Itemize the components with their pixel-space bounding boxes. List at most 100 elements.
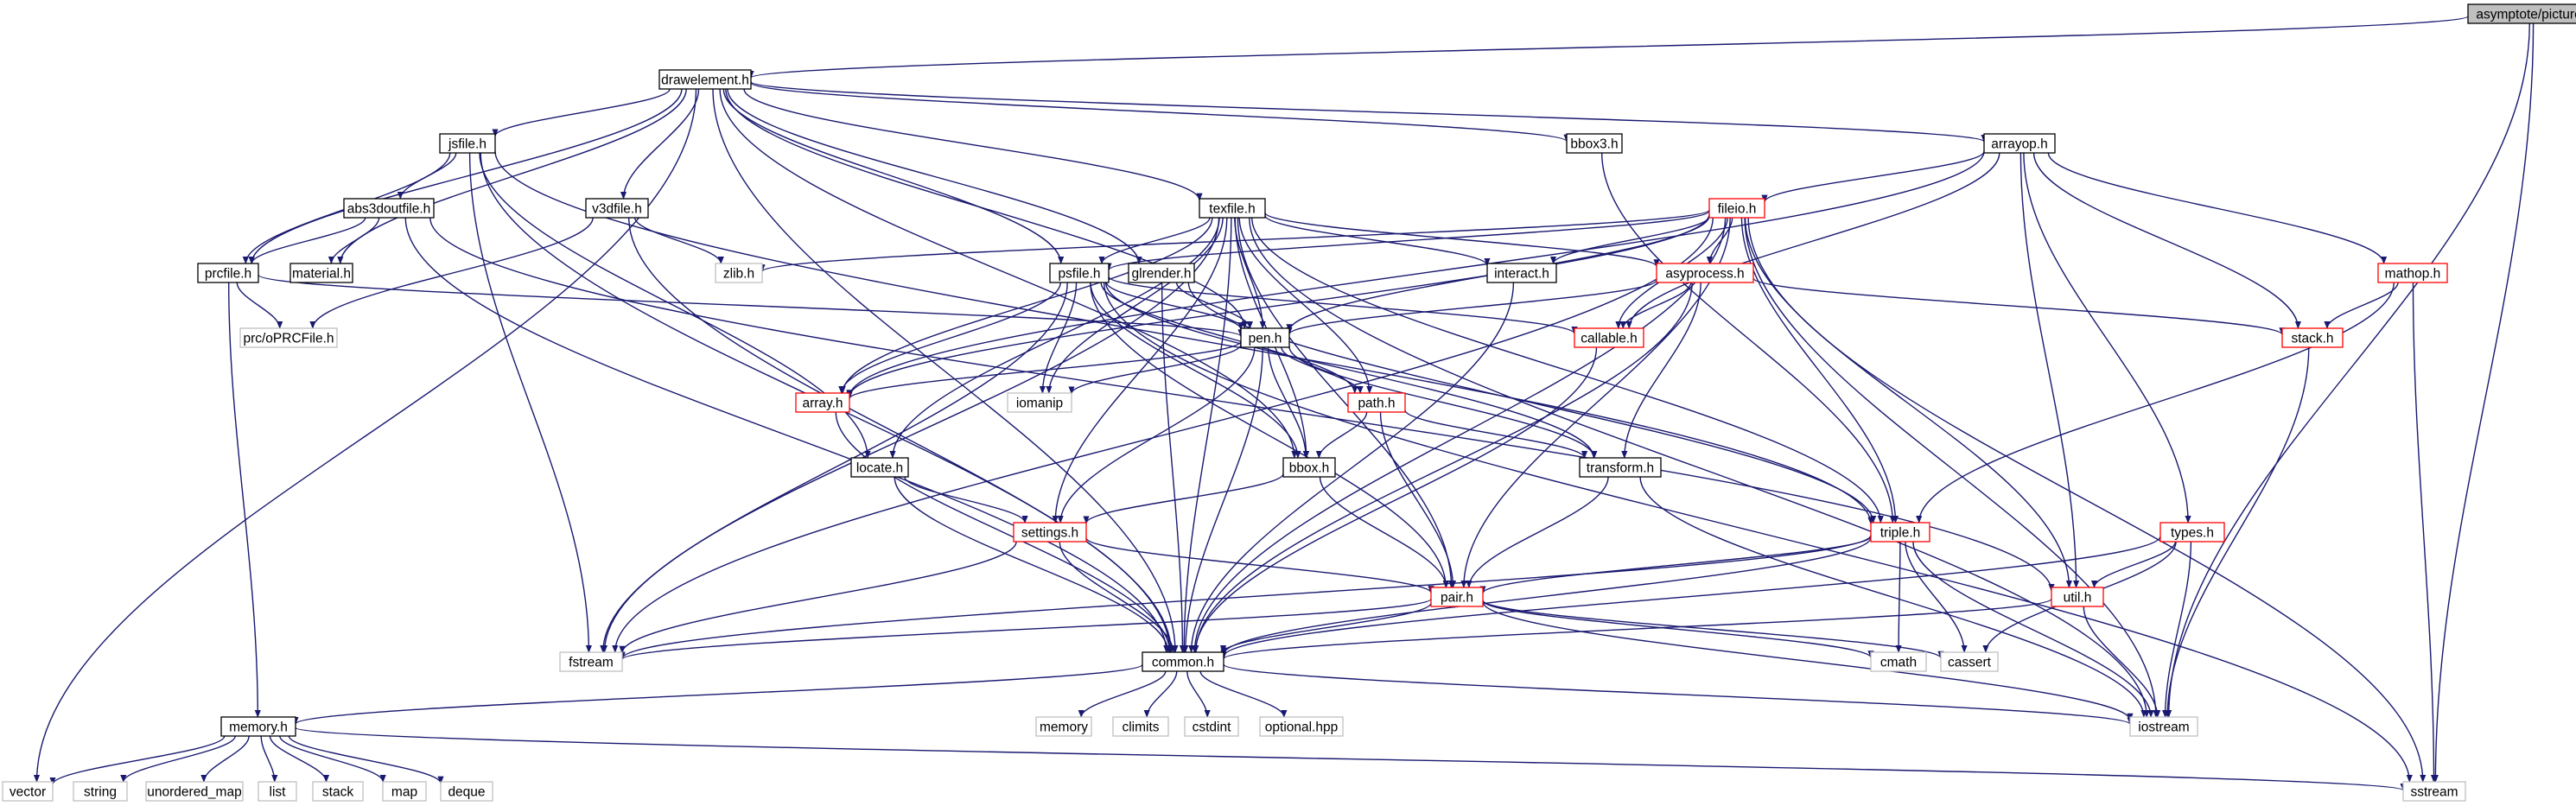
node-arrayop-box xyxy=(1983,133,2056,154)
edge-abs3doutfile-to-prcfile xyxy=(248,217,366,264)
node-settings[interactable]: settings.h xyxy=(1013,522,1087,543)
node-unordered_map: unordered_map xyxy=(145,781,244,802)
node-iostream-label: iostream xyxy=(2138,720,2189,735)
node-cassert: cassert xyxy=(1940,651,1999,672)
node-memory-box xyxy=(1035,716,1092,737)
node-util-box xyxy=(2051,587,2104,607)
node-material[interactable]: material.h xyxy=(289,263,353,283)
edge-asyprocess-to-pen xyxy=(1286,279,1657,335)
node-vector-label: vector xyxy=(10,785,46,800)
edge-pen-to-bbox xyxy=(1268,346,1309,459)
node-triple-box xyxy=(1870,522,1930,543)
edge-locate-to-settings xyxy=(904,476,1028,524)
node-stackstd: stack xyxy=(312,781,364,802)
node-prcfile[interactable]: prcfile.h xyxy=(197,263,259,283)
edge-fileio-to-psfile xyxy=(1105,210,1710,271)
node-locate[interactable]: locate.h xyxy=(850,457,909,478)
node-pen[interactable]: pen.h xyxy=(1240,327,1290,348)
node-transform-label: transform.h xyxy=(1587,461,1654,476)
edge-pair-to-iostream xyxy=(1482,601,2134,721)
node-texfile[interactable]: texfile.h xyxy=(1199,198,1266,219)
node-bbox3[interactable]: bbox3.h xyxy=(1566,133,1623,154)
edge-fileio-to-fstream xyxy=(612,217,1714,653)
node-memoryh-box xyxy=(220,716,296,737)
node-interact[interactable]: interact.h xyxy=(1486,263,1557,283)
node-stack[interactable]: stack.h xyxy=(2281,327,2344,348)
node-mathop-label: mathop.h xyxy=(2385,267,2441,282)
node-pair[interactable]: pair.h xyxy=(1430,587,1484,607)
node-common[interactable]: common.h xyxy=(1142,651,1224,672)
node-v3dfile[interactable]: v3dfile.h xyxy=(585,198,649,219)
node-memoryh[interactable]: memory.h xyxy=(220,716,296,737)
node-drawelement[interactable]: drawelement.h xyxy=(658,69,752,90)
node-locate-box xyxy=(850,457,909,478)
node-triple[interactable]: triple.h xyxy=(1870,522,1930,543)
edge-prcfile-to-oprcfile xyxy=(236,282,283,329)
node-abs3doutfile[interactable]: abs3doutfile.h xyxy=(343,198,435,219)
node-stack-box xyxy=(2281,327,2344,348)
node-deque-box xyxy=(440,781,493,802)
edge-triple-to-iostream xyxy=(1912,541,2154,718)
node-fileio[interactable]: fileio.h xyxy=(1708,198,1765,219)
edge-drawelement-to-bbox3 xyxy=(750,82,1570,143)
edge-fileio-to-iostream xyxy=(1744,217,2159,718)
node-settings-label: settings.h xyxy=(1021,526,1078,541)
node-callable-box xyxy=(1574,327,1644,348)
node-mathop[interactable]: mathop.h xyxy=(2377,263,2448,283)
node-optional-label: optional.hpp xyxy=(1265,720,1338,735)
node-layer: asymptote/picture.h drawelement.h jsfile.h… xyxy=(2,3,2576,802)
edge-texfile-to-asyprocess xyxy=(1264,212,1660,268)
edge-pen-to-path xyxy=(1281,346,1364,394)
node-path-label: path.h xyxy=(1358,397,1395,411)
edge-abs3doutfile-to-common xyxy=(404,217,1170,653)
node-map-label: map xyxy=(391,785,417,800)
node-bbox-box xyxy=(1282,457,1336,478)
node-transform[interactable]: transform.h xyxy=(1579,457,1662,478)
node-asyprocess[interactable]: asyprocess.h xyxy=(1656,263,1754,283)
edge-memoryh-to-string xyxy=(120,735,236,783)
node-array[interactable]: array.h xyxy=(795,392,850,413)
node-bbox3-box xyxy=(1566,133,1623,154)
node-bbox[interactable]: bbox.h xyxy=(1282,457,1336,478)
node-jsfile[interactable]: jsfile.h xyxy=(439,133,496,154)
node-arrayop[interactable]: arrayop.h xyxy=(1983,133,2056,154)
edge-psfile-to-pen xyxy=(1105,282,1244,331)
edge-locate-to-common xyxy=(894,476,1172,653)
node-util[interactable]: util.h xyxy=(2051,587,2104,607)
edge-asyprocess-to-common xyxy=(1193,282,1693,653)
edge-interact-to-common xyxy=(1188,282,1515,653)
node-cmath-label: cmath xyxy=(1880,656,1917,670)
node-psfile-label: psfile.h xyxy=(1058,267,1100,282)
node-stackstd-box xyxy=(312,781,364,802)
node-vector: vector xyxy=(2,781,54,802)
node-jsfile-label: jsfile.h xyxy=(448,137,487,152)
node-callable[interactable]: callable.h xyxy=(1574,327,1644,348)
edge-psfile-to-callable xyxy=(1108,276,1578,334)
edge-common-to-iostream xyxy=(1223,663,2134,726)
node-optional: optional.hpp xyxy=(1259,716,1344,737)
edge-picture-to-drawelement xyxy=(748,16,2469,79)
node-fstream-label: fstream xyxy=(569,656,614,670)
edge-common-to-memory xyxy=(1078,670,1167,718)
node-oprcfile-box xyxy=(239,327,338,348)
edge-picture-to-iostream xyxy=(2166,22,2530,718)
node-material-label: material.h xyxy=(292,267,351,282)
node-path[interactable]: path.h xyxy=(1347,392,1406,413)
node-list-box xyxy=(258,781,297,802)
node-glrender[interactable]: glrender.h xyxy=(1128,263,1195,283)
edge-texfile-to-path xyxy=(1238,217,1373,394)
edge-layer xyxy=(33,16,2535,791)
edge-util-to-iostream xyxy=(2083,606,2161,718)
edge-pen-to-settings xyxy=(1057,346,1256,524)
edge-arrayop-to-stack xyxy=(2032,152,2301,329)
node-picture[interactable]: asymptote/picture.h xyxy=(2467,3,2576,24)
node-iostream-box xyxy=(2129,716,2198,737)
edge-glrender-to-triple xyxy=(1187,282,1877,524)
edge-types-to-util xyxy=(2090,541,2177,588)
edge-drawelement-to-prcfile xyxy=(248,88,683,264)
node-types[interactable]: types.h xyxy=(2159,522,2225,543)
edge-stack-to-iostream xyxy=(2164,346,2310,718)
node-climits-box xyxy=(1112,716,1169,737)
edge-texfile-to-settings xyxy=(1052,217,1228,524)
node-psfile[interactable]: psfile.h xyxy=(1049,263,1110,283)
